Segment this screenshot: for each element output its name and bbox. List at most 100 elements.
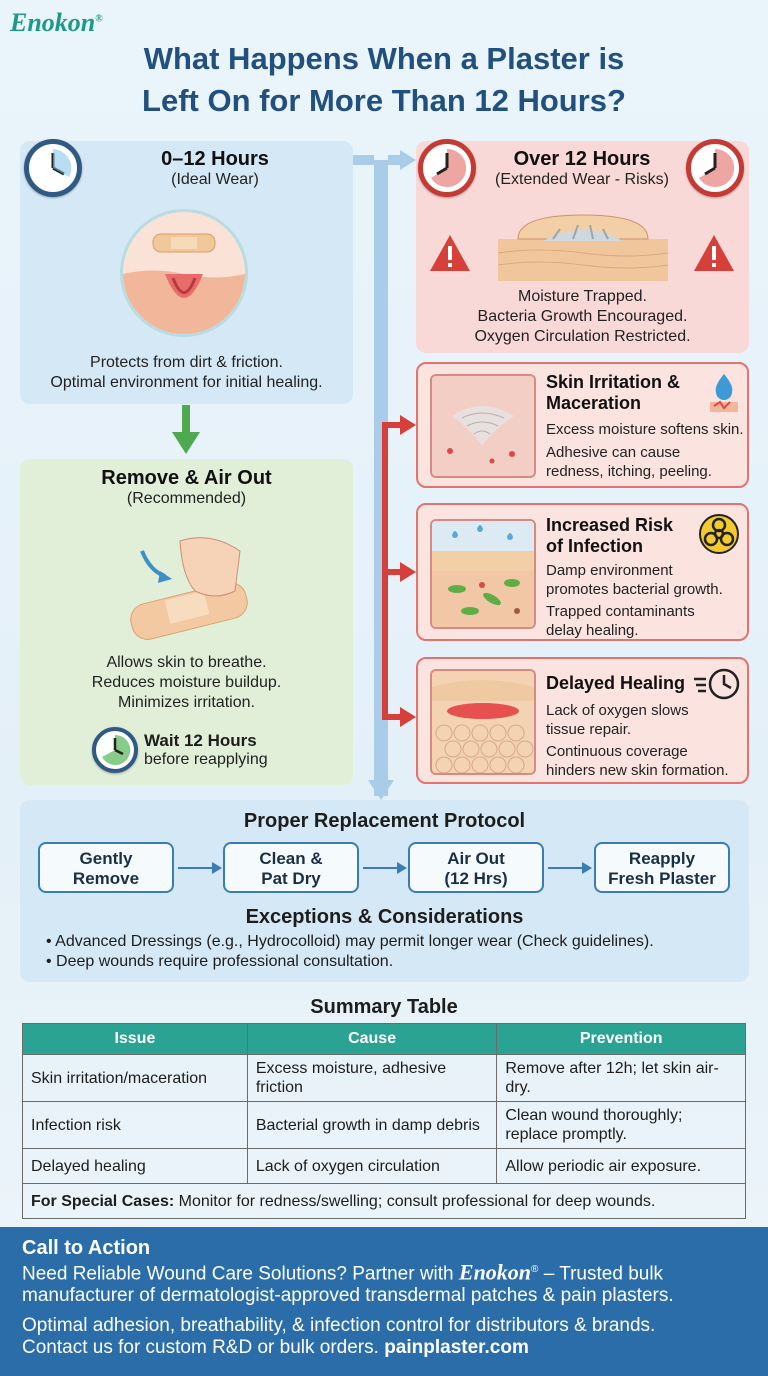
ideal-title: 0–12 Hours bbox=[161, 148, 269, 170]
cell-prevention: Remove after 12h; let skin air-dry. bbox=[496, 1054, 746, 1102]
ideal-text-2: Optimal environment for initial healing. bbox=[50, 374, 323, 391]
brand-name: Enokon bbox=[10, 8, 96, 37]
summary-table-wrap: Issue Cause Prevention Skin irritation/m… bbox=[22, 1023, 746, 1219]
risk-1-line-2: Adhesive can cause bbox=[546, 444, 681, 461]
table-row: Delayed healing Lack of oxygen circulati… bbox=[22, 1148, 746, 1184]
table-header-row: Issue Cause Prevention bbox=[22, 1023, 746, 1055]
step-4-line-2: Fresh Plaster bbox=[608, 869, 716, 888]
wait-subtitle: before reapplying bbox=[144, 751, 268, 768]
step-reapply: Reapply Fresh Plaster bbox=[594, 842, 730, 893]
header-issue: Issue bbox=[22, 1023, 248, 1055]
flow-arrow-1 bbox=[178, 862, 222, 874]
tissue-illustration bbox=[430, 669, 536, 775]
arrow-to-protocol bbox=[368, 780, 394, 800]
ideal-subtitle: (Ideal Wear) bbox=[171, 171, 259, 188]
cta-line-4: Contact us for custom R&D or bulk orders… bbox=[22, 1337, 746, 1359]
red-clock-icon-right bbox=[686, 139, 744, 197]
extended-text-1: Moisture Trapped. bbox=[518, 288, 647, 305]
cta-line-2: manufacturer of dermatologist-approved t… bbox=[22, 1285, 674, 1307]
arrow-risk-3 bbox=[400, 707, 416, 727]
step-3-line-2: (12 Hrs) bbox=[444, 869, 508, 888]
brand-reg: ® bbox=[95, 13, 103, 25]
cta-line-1b: – Trusted bulk bbox=[538, 1263, 664, 1285]
remove-text-2: Reduces moisture buildup. bbox=[91, 674, 282, 691]
cell-prevention: Clean wound thoroughly; replace promptly… bbox=[496, 1101, 746, 1149]
step-1-line-2: Remove bbox=[72, 869, 140, 888]
extended-title: Over 12 Hours bbox=[513, 148, 651, 170]
biohazard-icon bbox=[698, 513, 740, 560]
remove-subtitle: (Recommended) bbox=[126, 490, 247, 507]
special-cases-label: For Special Cases: bbox=[31, 1192, 175, 1210]
cell-cause: Bacterial growth in damp debris bbox=[246, 1101, 498, 1149]
remove-title: Remove & Air Out bbox=[101, 467, 272, 489]
step-clean-pat-dry: Clean & Pat Dry bbox=[223, 842, 359, 893]
extended-wear-panel: Over 12 Hours (Extended Wear - Risks) Mo… bbox=[416, 139, 749, 353]
step-2-line-1: Clean & bbox=[259, 849, 323, 868]
special-cases-text: Monitor for redness/swelling; consult pr… bbox=[174, 1192, 656, 1210]
step-1-line-1: Gently bbox=[79, 849, 133, 868]
exception-bullet-2: • Deep wounds require professional consu… bbox=[46, 953, 394, 970]
title-line-2: Left On for More Than 12 Hours? bbox=[142, 83, 626, 118]
extended-subtitle: (Extended Wear - Risks) bbox=[495, 171, 669, 188]
table-special-row: For Special Cases: Monitor for redness/s… bbox=[22, 1183, 746, 1219]
exceptions-title: Exceptions & Considerations bbox=[245, 906, 524, 928]
page-title: What Happens When a Plaster is Left On f… bbox=[0, 38, 768, 122]
green-arrow-head bbox=[172, 432, 200, 454]
risk-1-title-2: Maceration bbox=[546, 393, 642, 413]
warning-icon-right bbox=[692, 233, 736, 273]
trapped-moisture-illustration bbox=[497, 209, 669, 281]
table-row: Infection risk Bacterial growth in damp … bbox=[22, 1101, 746, 1149]
cta-brand: Enokon bbox=[458, 1259, 532, 1285]
risk-2-line-2: promotes bacterial growth. bbox=[546, 581, 723, 598]
step-3-line-1: Air Out bbox=[447, 849, 505, 868]
ideal-wear-panel: 0–12 Hours (Ideal Wear) Protects from di… bbox=[20, 139, 353, 404]
cta-line-4a: Contact us for custom R&D or bulk orders… bbox=[22, 1337, 385, 1359]
flow-arrow-3 bbox=[548, 862, 592, 874]
protocol-title: Proper Replacement Protocol bbox=[243, 810, 526, 832]
risk-2-title-2: of Infection bbox=[546, 536, 643, 556]
risk-1-line-1: Excess moisture softens skin. bbox=[546, 421, 744, 438]
cell-cause: Excess moisture, adhesive friction bbox=[246, 1054, 498, 1102]
water-drop-icon bbox=[708, 372, 740, 421]
extended-text-2: Bacteria Growth Encouraged. bbox=[477, 308, 688, 325]
cell-issue: Skin irritation/maceration bbox=[22, 1054, 248, 1102]
exception-bullet-1: • Advanced Dressings (e.g., Hydrocolloid… bbox=[46, 933, 654, 950]
risk-1-title-1: Skin Irritation & bbox=[546, 372, 681, 392]
clock-icon bbox=[24, 139, 82, 197]
step-air-out: Air Out (12 Hrs) bbox=[408, 842, 544, 893]
website-link[interactable]: painplaster.com bbox=[384, 1337, 529, 1359]
arrow-risk-2 bbox=[400, 562, 416, 582]
risk-3-line-2: tissue repair. bbox=[546, 721, 632, 738]
header-prevention: Prevention bbox=[496, 1023, 746, 1055]
summary-title: Summary Table bbox=[310, 996, 458, 1018]
cell-cause: Lack of oxygen circulation bbox=[246, 1148, 498, 1184]
remove-text-3: Minimizes irritation. bbox=[118, 694, 255, 711]
risk-card-delayed-healing: Delayed Healing Lack of oxygen slows tis… bbox=[416, 657, 749, 784]
arrow-risk-1 bbox=[400, 415, 416, 435]
risk-3-line-4: hinders new skin formation. bbox=[546, 762, 729, 779]
cta-line-1: Need Reliable Wound Care Solutions? Part… bbox=[22, 1259, 746, 1285]
ideal-text-1: Protects from dirt & friction. bbox=[90, 354, 283, 371]
risk-card-infection: Increased Risk of Infection Damp environ… bbox=[416, 503, 749, 641]
bacteria-illustration bbox=[430, 519, 536, 629]
special-cases-cell: For Special Cases: Monitor for redness/s… bbox=[22, 1183, 746, 1219]
flow-arrow-2 bbox=[363, 862, 407, 874]
risk-3-title: Delayed Healing bbox=[546, 673, 686, 693]
arrow-to-extended bbox=[400, 150, 416, 170]
risk-2-line-3: Trapped contaminants bbox=[546, 603, 695, 620]
cta-line-1a: Need Reliable Wound Care Solutions? Part… bbox=[22, 1263, 459, 1285]
cta-line-3: Optimal adhesion, breathability, & infec… bbox=[22, 1315, 656, 1337]
risk-3-line-3: Continuous coverage bbox=[546, 743, 688, 760]
risk-card-irritation: Skin Irritation & Maceration Excess mois… bbox=[416, 362, 749, 488]
step-4-line-1: Reapply bbox=[628, 849, 696, 868]
step-gently-remove: Gently Remove bbox=[38, 842, 174, 893]
risk-2-line-4: delay healing. bbox=[546, 622, 639, 639]
hand-peeling-plaster-icon bbox=[120, 521, 260, 643]
cta-title: Call to Action bbox=[22, 1237, 151, 1259]
cell-prevention: Allow periodic air exposure. bbox=[496, 1148, 746, 1184]
remove-air-out-panel: Remove & Air Out (Recommended) Allows sk… bbox=[20, 459, 353, 785]
summary-table: Issue Cause Prevention Skin irritation/m… bbox=[22, 1023, 746, 1219]
wait-title: Wait 12 Hours bbox=[144, 731, 257, 750]
risk-3-line-1: Lack of oxygen slows bbox=[546, 702, 689, 719]
